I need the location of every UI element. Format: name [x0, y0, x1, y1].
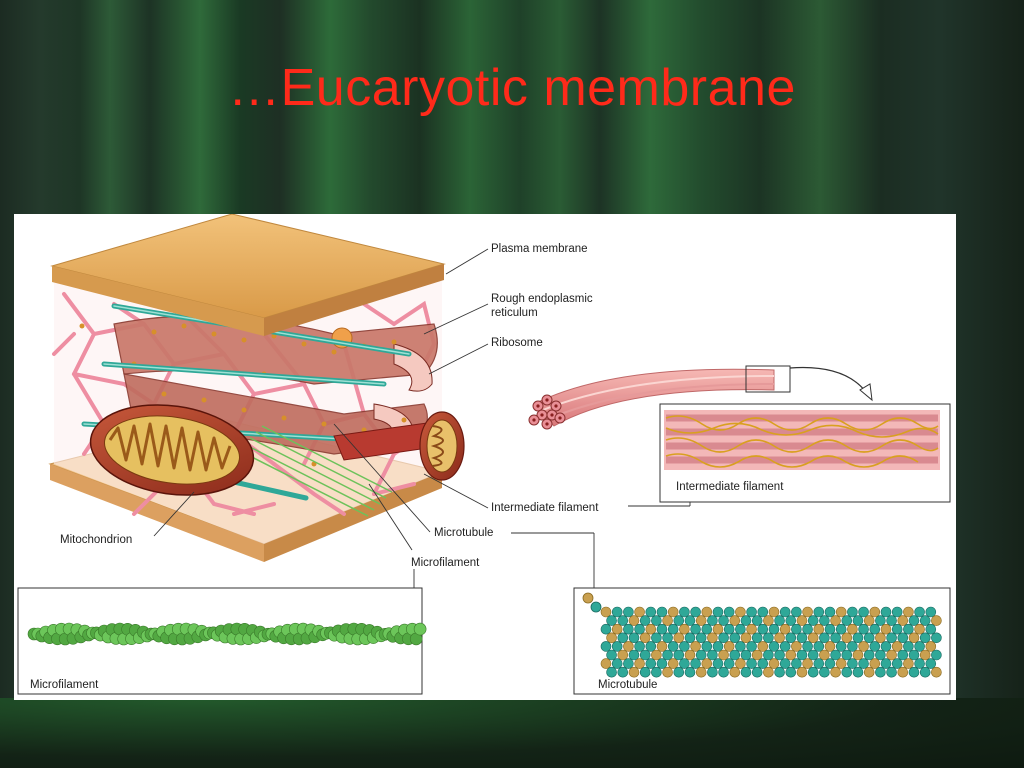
cytoskeleton-figure: Plasma membrane Rough endoplasmic reticu…: [14, 214, 956, 700]
inset-microtubule: Microtubule: [573, 587, 951, 695]
cell-block: [48, 214, 465, 562]
inset-microfilament: Microfilament: [17, 587, 427, 695]
label-mitochondrion: Mitochondrion: [60, 534, 132, 546]
inset-microtubule-beads: [600, 606, 942, 678]
microfilament-bundle: [237, 425, 393, 517]
label-ribosome: Ribosome: [491, 337, 543, 349]
bottom-membrane-edge: [50, 464, 264, 562]
label-intermediate-filament: Intermediate filament: [491, 502, 599, 514]
label-microtubule: Microtubule: [434, 527, 493, 539]
label-rough-er-line2: reticulum: [491, 307, 538, 319]
label-plasma-membrane: Plasma membrane: [491, 243, 588, 255]
inset-microtubule-label: Microtubule: [598, 679, 657, 691]
label-rough-er-line1: Rough endoplasmic: [491, 293, 593, 305]
bottom-membrane-side: [264, 472, 442, 562]
cytoskeleton-diagram: Plasma membrane Rough endoplasmic reticu…: [17, 214, 951, 695]
inset-microfilament-label: Microfilament: [30, 679, 99, 691]
mitochondrion-right: [419, 411, 465, 481]
slide-title: …Eucaryotic membrane: [228, 59, 796, 117]
inset-microfilament-beads: [27, 622, 427, 646]
inset-intermediate-filament-label: Intermediate filament: [676, 481, 784, 493]
mitochondrion: [89, 404, 255, 496]
slide-bottom-band: [0, 698, 1024, 768]
plasma-membrane: [50, 214, 446, 336]
inset-intermediate-filament: Intermediate filament: [659, 403, 951, 503]
leader-lines: [153, 248, 691, 588]
label-microfilament: Microfilament: [411, 557, 480, 569]
intermediate-filament-rope: [528, 365, 873, 430]
inset-if-coils: [665, 415, 939, 468]
